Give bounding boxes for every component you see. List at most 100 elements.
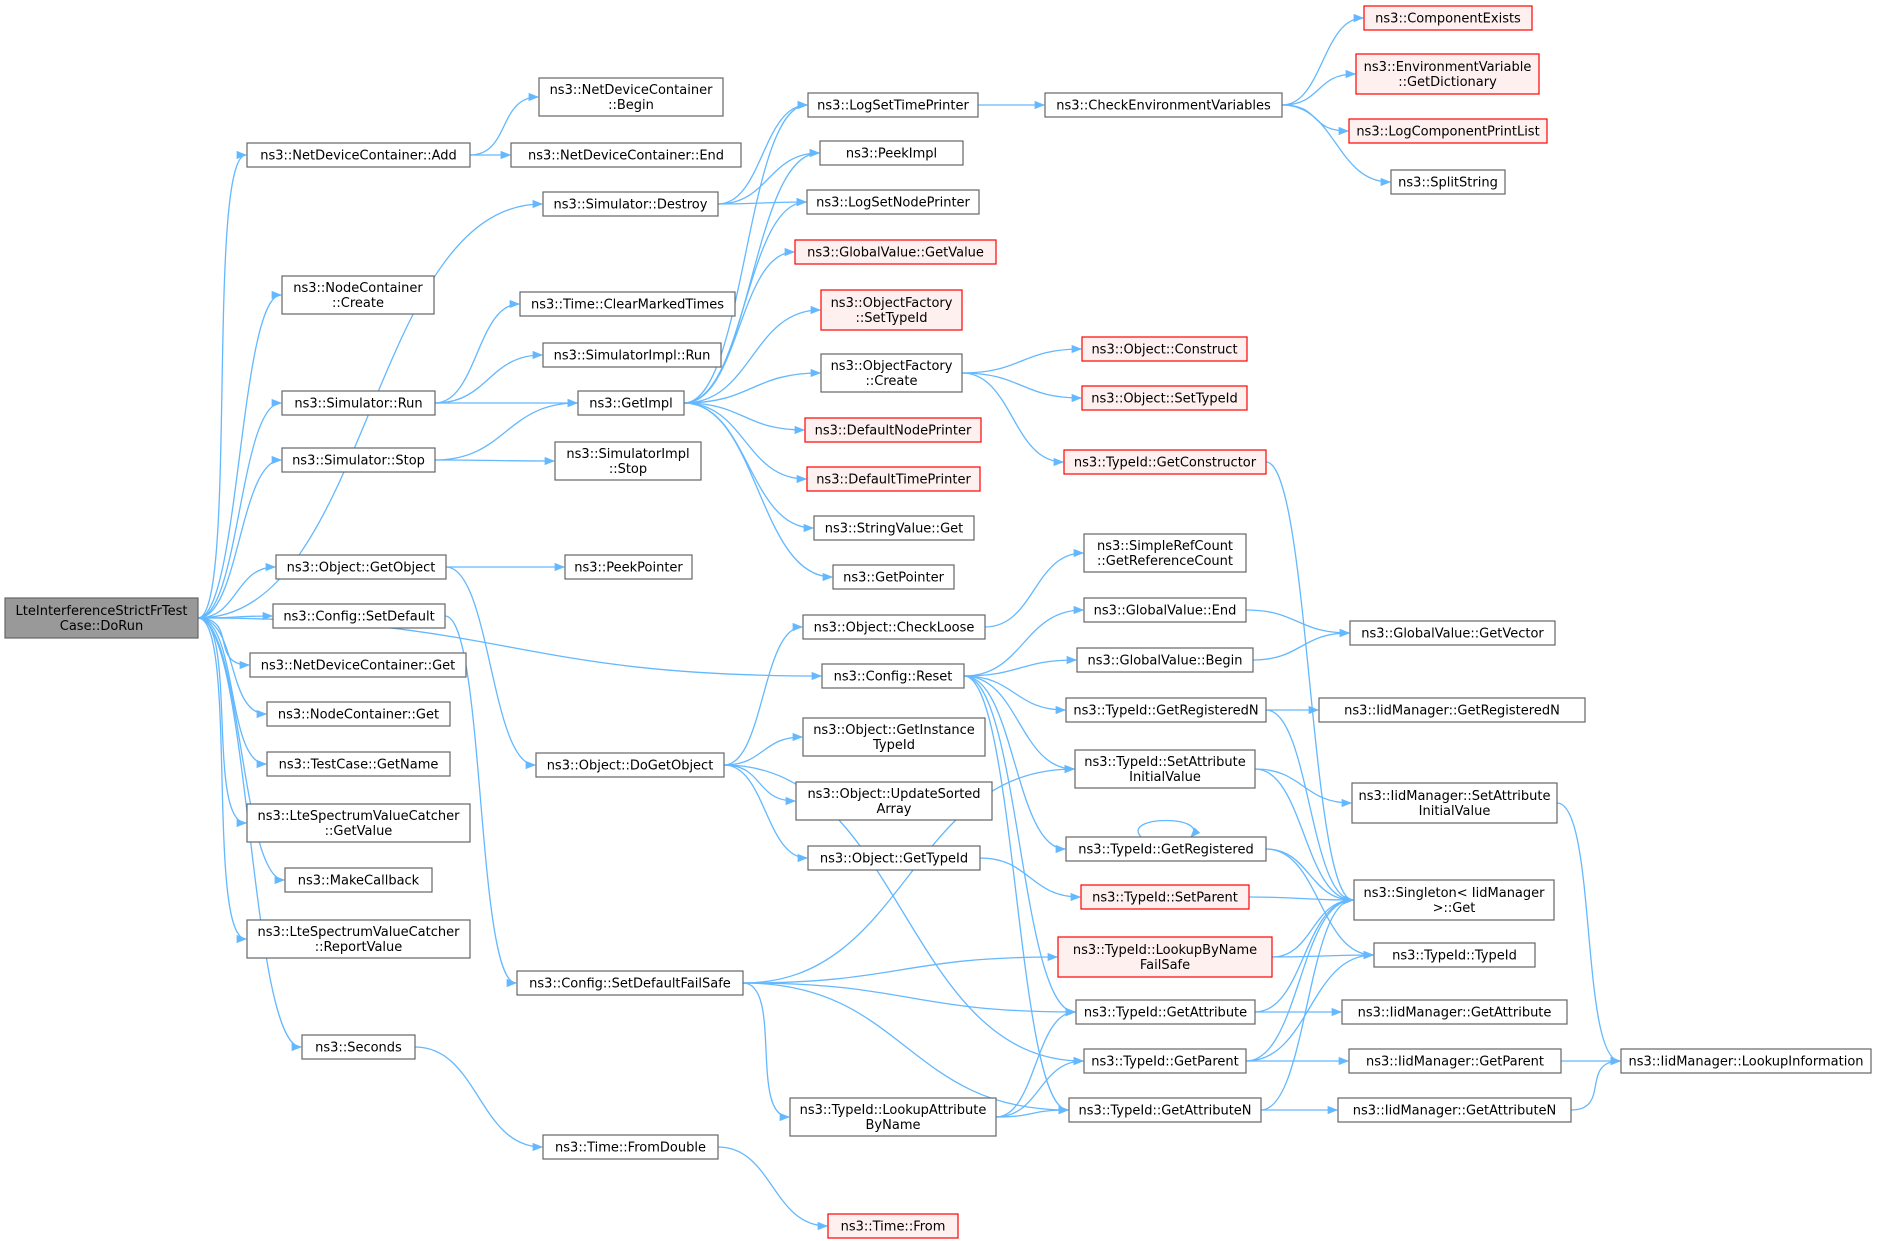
node-gv-end[interactable]: ns3::GlobalValue::End [1083,597,1247,623]
node-box [516,970,744,996]
node-ndc-end[interactable]: ns3::NetDeviceContainer::End [510,142,742,168]
node-src-getref[interactable]: ns3::SimpleRefCount::GetReferenceCount [1083,533,1247,573]
node-simimpl-stop[interactable]: ns3::SimulatorImpl::Stop [554,441,702,481]
node-envvar[interactable]: ns3::EnvironmentVariable::GetDictionary [1355,53,1540,95]
call-edge [742,952,1059,984]
node-ndc-get[interactable]: ns3::NetDeviceContainer::Get [249,652,467,678]
node-ndc-begin[interactable]: ns3::NetDeviceContainer::Begin [538,77,724,117]
node-obj-checkloose[interactable]: ns3::Object::CheckLoose [802,614,986,640]
node-box [577,390,685,416]
node-label: ns3::TypeId::GetRegistered [1078,843,1253,858]
node-box [1337,1097,1572,1123]
call-edge [683,402,815,533]
node-tid-getreg[interactable]: ns3::TypeId::GetRegistered [1065,836,1267,862]
node-tid-typeid[interactable]: ns3::TypeId::TypeId [1373,942,1536,968]
node-box [1083,1048,1247,1074]
node-obj-construct[interactable]: ns3::Object::Construct [1081,336,1248,362]
node-iid-getregn[interactable]: ns3::IidManager::GetRegisteredN [1318,697,1586,723]
node-label: ns3::Object::CheckLoose [814,621,975,636]
node-sim-run[interactable]: ns3::Simulator::Run [281,390,436,416]
node-iid-getparent[interactable]: ns3::IidManager::GetParent [1348,1048,1562,1074]
node-getpointer[interactable]: ns3::GetPointer [832,564,955,590]
node-time-fromdouble[interactable]: ns3::Time::FromDouble [542,1134,719,1160]
node-time-clear[interactable]: ns3::Time::ClearMarkedTimes [519,291,736,317]
node-iid-getattrn[interactable]: ns3::IidManager::GetAttributeN [1337,1097,1572,1123]
node-checkenv[interactable]: ns3::CheckEnvironmentVariables [1044,92,1283,118]
node-box [802,614,986,640]
node-splitstring[interactable]: ns3::SplitString [1390,169,1506,195]
call-edge [963,675,1067,854]
node-singleton[interactable]: ns3::Singleton< IidManager >::Get [1353,879,1555,921]
node-logsetnode[interactable]: ns3::LogSetNodePrinter [806,189,980,215]
node-box [564,554,693,580]
node-svc-getvalue[interactable]: ns3::LteSpectrumValueCatcher::GetValue [246,803,471,843]
node-box [807,845,981,871]
node-label: ns3::DefaultNodePrinter [815,424,972,439]
node-of-create[interactable]: ns3::ObjectFactory::Create [820,353,963,393]
node-sim-stop[interactable]: ns3::Simulator::Stop [281,447,436,473]
node-box [266,751,451,777]
node-logsettime[interactable]: ns3::LogSetTimePrinter [807,92,979,118]
node-obj-getobject[interactable]: ns3::Object::GetObject [275,554,447,580]
node-obj-dogetobject[interactable]: ns3::Object::DoGetObject [535,752,725,778]
node-makecallback[interactable]: ns3::MakeCallback [284,867,433,893]
node-sim-destroy[interactable]: ns3::Simulator::Destroy [542,191,719,217]
node-cfg-reset[interactable]: ns3::Config::Reset [821,663,965,689]
node-peekpointer[interactable]: ns3::PeekPointer [564,554,693,580]
node-peekimpl[interactable]: ns3::PeekImpl [819,140,964,166]
node-defnodeprinter[interactable]: ns3::DefaultNodePrinter [804,417,982,443]
node-obj-settypeid[interactable]: ns3::Object::SetTypeId [1081,385,1248,411]
node-tid-getregn[interactable]: ns3::TypeId::GetRegisteredN [1065,697,1267,723]
node-time-from[interactable]: ns3::Time::From [827,1213,959,1239]
node-getimpl[interactable]: ns3::GetImpl [577,390,685,416]
node-cfg-setdefault[interactable]: ns3::Config::SetDefault [272,603,446,629]
node-compexists[interactable]: ns3::ComponentExists [1363,5,1533,31]
node-tid-getattrn[interactable]: ns3::TypeId::GetAttributeN [1068,1097,1262,1123]
call-edge [197,617,248,944]
node-label: ns3::MakeCallback [298,874,420,889]
node-iid-lookup[interactable]: ns3::IidManager::LookupInformation [1620,1048,1872,1074]
node-tid-getattr[interactable]: ns3::TypeId::GetAttribute [1075,999,1256,1025]
node-label: ns3::GetPointer [843,571,944,586]
call-edge [1265,848,1355,905]
node-svc-report[interactable]: ns3::LteSpectrumValueCatcher::ReportValu… [246,919,471,959]
call-edge [742,982,791,1122]
node-sv-get[interactable]: ns3::StringValue::Get [813,515,975,541]
node-seconds[interactable]: ns3::Seconds [301,1034,416,1060]
node-tid-getctor[interactable]: ns3::TypeId::GetConstructor [1063,449,1267,475]
node-obj-gettypeid[interactable]: ns3::Object::GetTypeId [807,845,981,871]
node-box [789,1097,997,1137]
node-ndc-add[interactable]: ns3::NetDeviceContainer::Add [246,142,471,168]
node-label: ns3::Simulator::Stop [292,454,425,469]
call-edge [197,611,274,621]
node-label: ::Stop [609,462,647,477]
node-gv-getvalue[interactable]: ns3::GlobalValue::GetValue [794,239,997,265]
node-of-settypeid[interactable]: ns3::ObjectFactory::SetTypeId [820,289,963,331]
node-box [249,652,467,678]
node-cfg-sdfs[interactable]: ns3::Config::SetDefaultFailSafe [516,970,744,996]
call-edge [197,562,277,619]
node-iid-setattrinit[interactable]: ns3::IidManager::SetAttributeInitialValu… [1351,782,1558,824]
node-box [510,142,742,168]
node-label: InitialValue [1129,770,1201,785]
node-box [542,342,722,368]
node-gv-getvector[interactable]: ns3::GlobalValue::GetVector [1349,620,1556,646]
node-nc-get[interactable]: ns3::NodeContainer::Get [266,701,451,727]
node-gv-begin[interactable]: ns3::GlobalValue::Begin [1076,647,1254,673]
node-tid-getparent[interactable]: ns3::TypeId::GetParent [1083,1048,1247,1074]
node-tc-getname[interactable]: ns3::TestCase::GetName [266,751,451,777]
node-nc-create[interactable]: ns3::NodeContainer::Create [281,275,435,315]
node-box [1363,5,1533,31]
node-iid-getattr[interactable]: ns3::IidManager::GetAttribute [1341,999,1568,1025]
node-simimpl-run[interactable]: ns3::SimulatorImpl::Run [542,342,722,368]
node-logcompprint[interactable]: ns3::LogComponentPrintList [1348,118,1548,144]
node-tid-setparent[interactable]: ns3::TypeId::SetParent [1080,884,1250,910]
node-deftimeprinter[interactable]: ns3::DefaultTimePrinter [806,466,981,492]
node-box [1065,836,1267,862]
